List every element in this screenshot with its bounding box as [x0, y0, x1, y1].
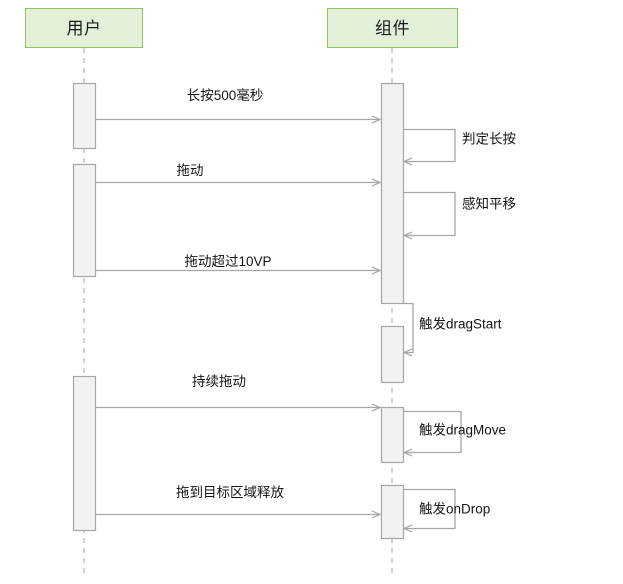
message-label-msg-drop-release: 拖到目标区域释放 — [176, 485, 284, 500]
self-message-arrow-self-sense-pan[interactable] — [403, 191, 456, 236]
activation-bar-component-act-3[interactable] — [380, 406, 405, 464]
self-message-label-self-trigger-dragstart: 触发dragStart — [419, 316, 502, 332]
participant-box-user[interactable]: 用户 — [25, 8, 143, 48]
message-label-msg-drag: 拖动 — [176, 163, 204, 178]
activation-bar-component-act-1[interactable] — [380, 82, 405, 305]
activation-bar-user-act-1[interactable] — [72, 82, 97, 150]
message-label-msg-drag-over-10vp: 拖动超过10VP — [184, 254, 272, 269]
self-messages-layer — [403, 128, 462, 529]
activation-bar-user-act-3[interactable] — [72, 375, 97, 532]
participant-label-component: 组件 — [375, 18, 410, 38]
self-message-arrow-self-judge-longpress[interactable] — [403, 128, 456, 162]
self-message-label-self-trigger-dragmove: 触发dragMove — [419, 422, 507, 438]
message-label-msg-longpress: 长按500毫秒 — [186, 88, 264, 103]
participant-label-user: 用户 — [66, 18, 102, 38]
self-message-arrow-self-trigger-ondrop[interactable] — [403, 488, 456, 529]
activations-layer — [72, 82, 405, 540]
message-label-msg-continuous-drag: 持续拖动 — [192, 374, 246, 389]
self-message-label-self-judge-longpress: 判定长按 — [462, 131, 516, 147]
messages-layer — [95, 120, 380, 515]
activation-bar-user-act-2[interactable] — [72, 163, 97, 278]
activation-bar-component-act-2[interactable] — [380, 325, 405, 384]
self-message-label-self-trigger-ondrop: 触发onDrop — [419, 501, 491, 517]
participant-box-component[interactable]: 组件 — [327, 8, 458, 48]
activation-bar-component-act-4[interactable] — [380, 484, 405, 540]
self-message-arrow-self-trigger-dragstart[interactable] — [403, 302, 414, 353]
self-message-label-self-sense-pan: 感知平移 — [462, 196, 516, 212]
self-message-arrow-self-trigger-dragmove[interactable] — [403, 410, 462, 453]
